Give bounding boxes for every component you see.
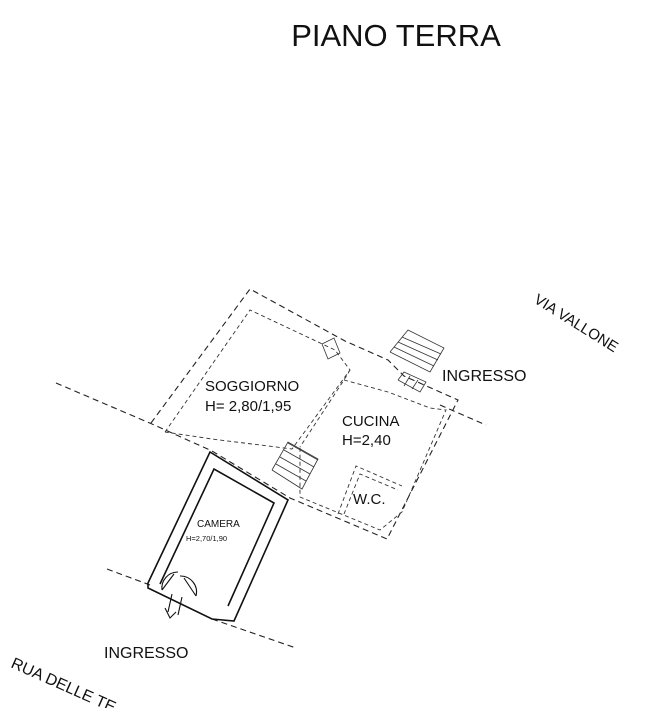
camera-inner-wall [159, 467, 276, 607]
room-height-soggiorno: H= 2,80/1,95 [205, 398, 291, 415]
camera-entry-door [161, 571, 198, 619]
wc-partition [337, 465, 403, 515]
internal-stair [271, 441, 319, 490]
wc-inner [343, 473, 399, 515]
room-name-wc: W.C. [353, 491, 386, 508]
cucina-inner-wall [299, 379, 447, 531]
camera-outer-wall [147, 450, 290, 622]
room-name-soggiorno: SOGGIORNO [205, 378, 299, 395]
room-name-camera: CAMERA [197, 519, 240, 530]
plan-title: PIANO TERRA [291, 18, 501, 53]
entrance-label-top: INGRESSO [442, 368, 526, 385]
room-height-cucina: H=2,40 [342, 432, 391, 449]
entrance-label-bottom: INGRESSO [104, 645, 188, 662]
street-label-rua: RUA DELLE TE [8, 655, 118, 708]
cucina-entry-threshold [397, 371, 427, 393]
street-edge-lower-left [106, 568, 151, 586]
soggiorno-step [321, 337, 341, 360]
street-edge-lower [211, 618, 297, 649]
room-name-cucina: CUCINA [342, 413, 400, 430]
partition-soggiorno-cucina [299, 369, 351, 448]
external-stair [389, 329, 445, 373]
street-edge-right [439, 404, 487, 426]
street-label-via-vallone: VIA VALLONE [531, 291, 621, 356]
street-edge-upper [55, 382, 153, 425]
room-height-camera: H=2,70/1,90 [186, 534, 227, 543]
building-outline-outer [150, 288, 459, 540]
